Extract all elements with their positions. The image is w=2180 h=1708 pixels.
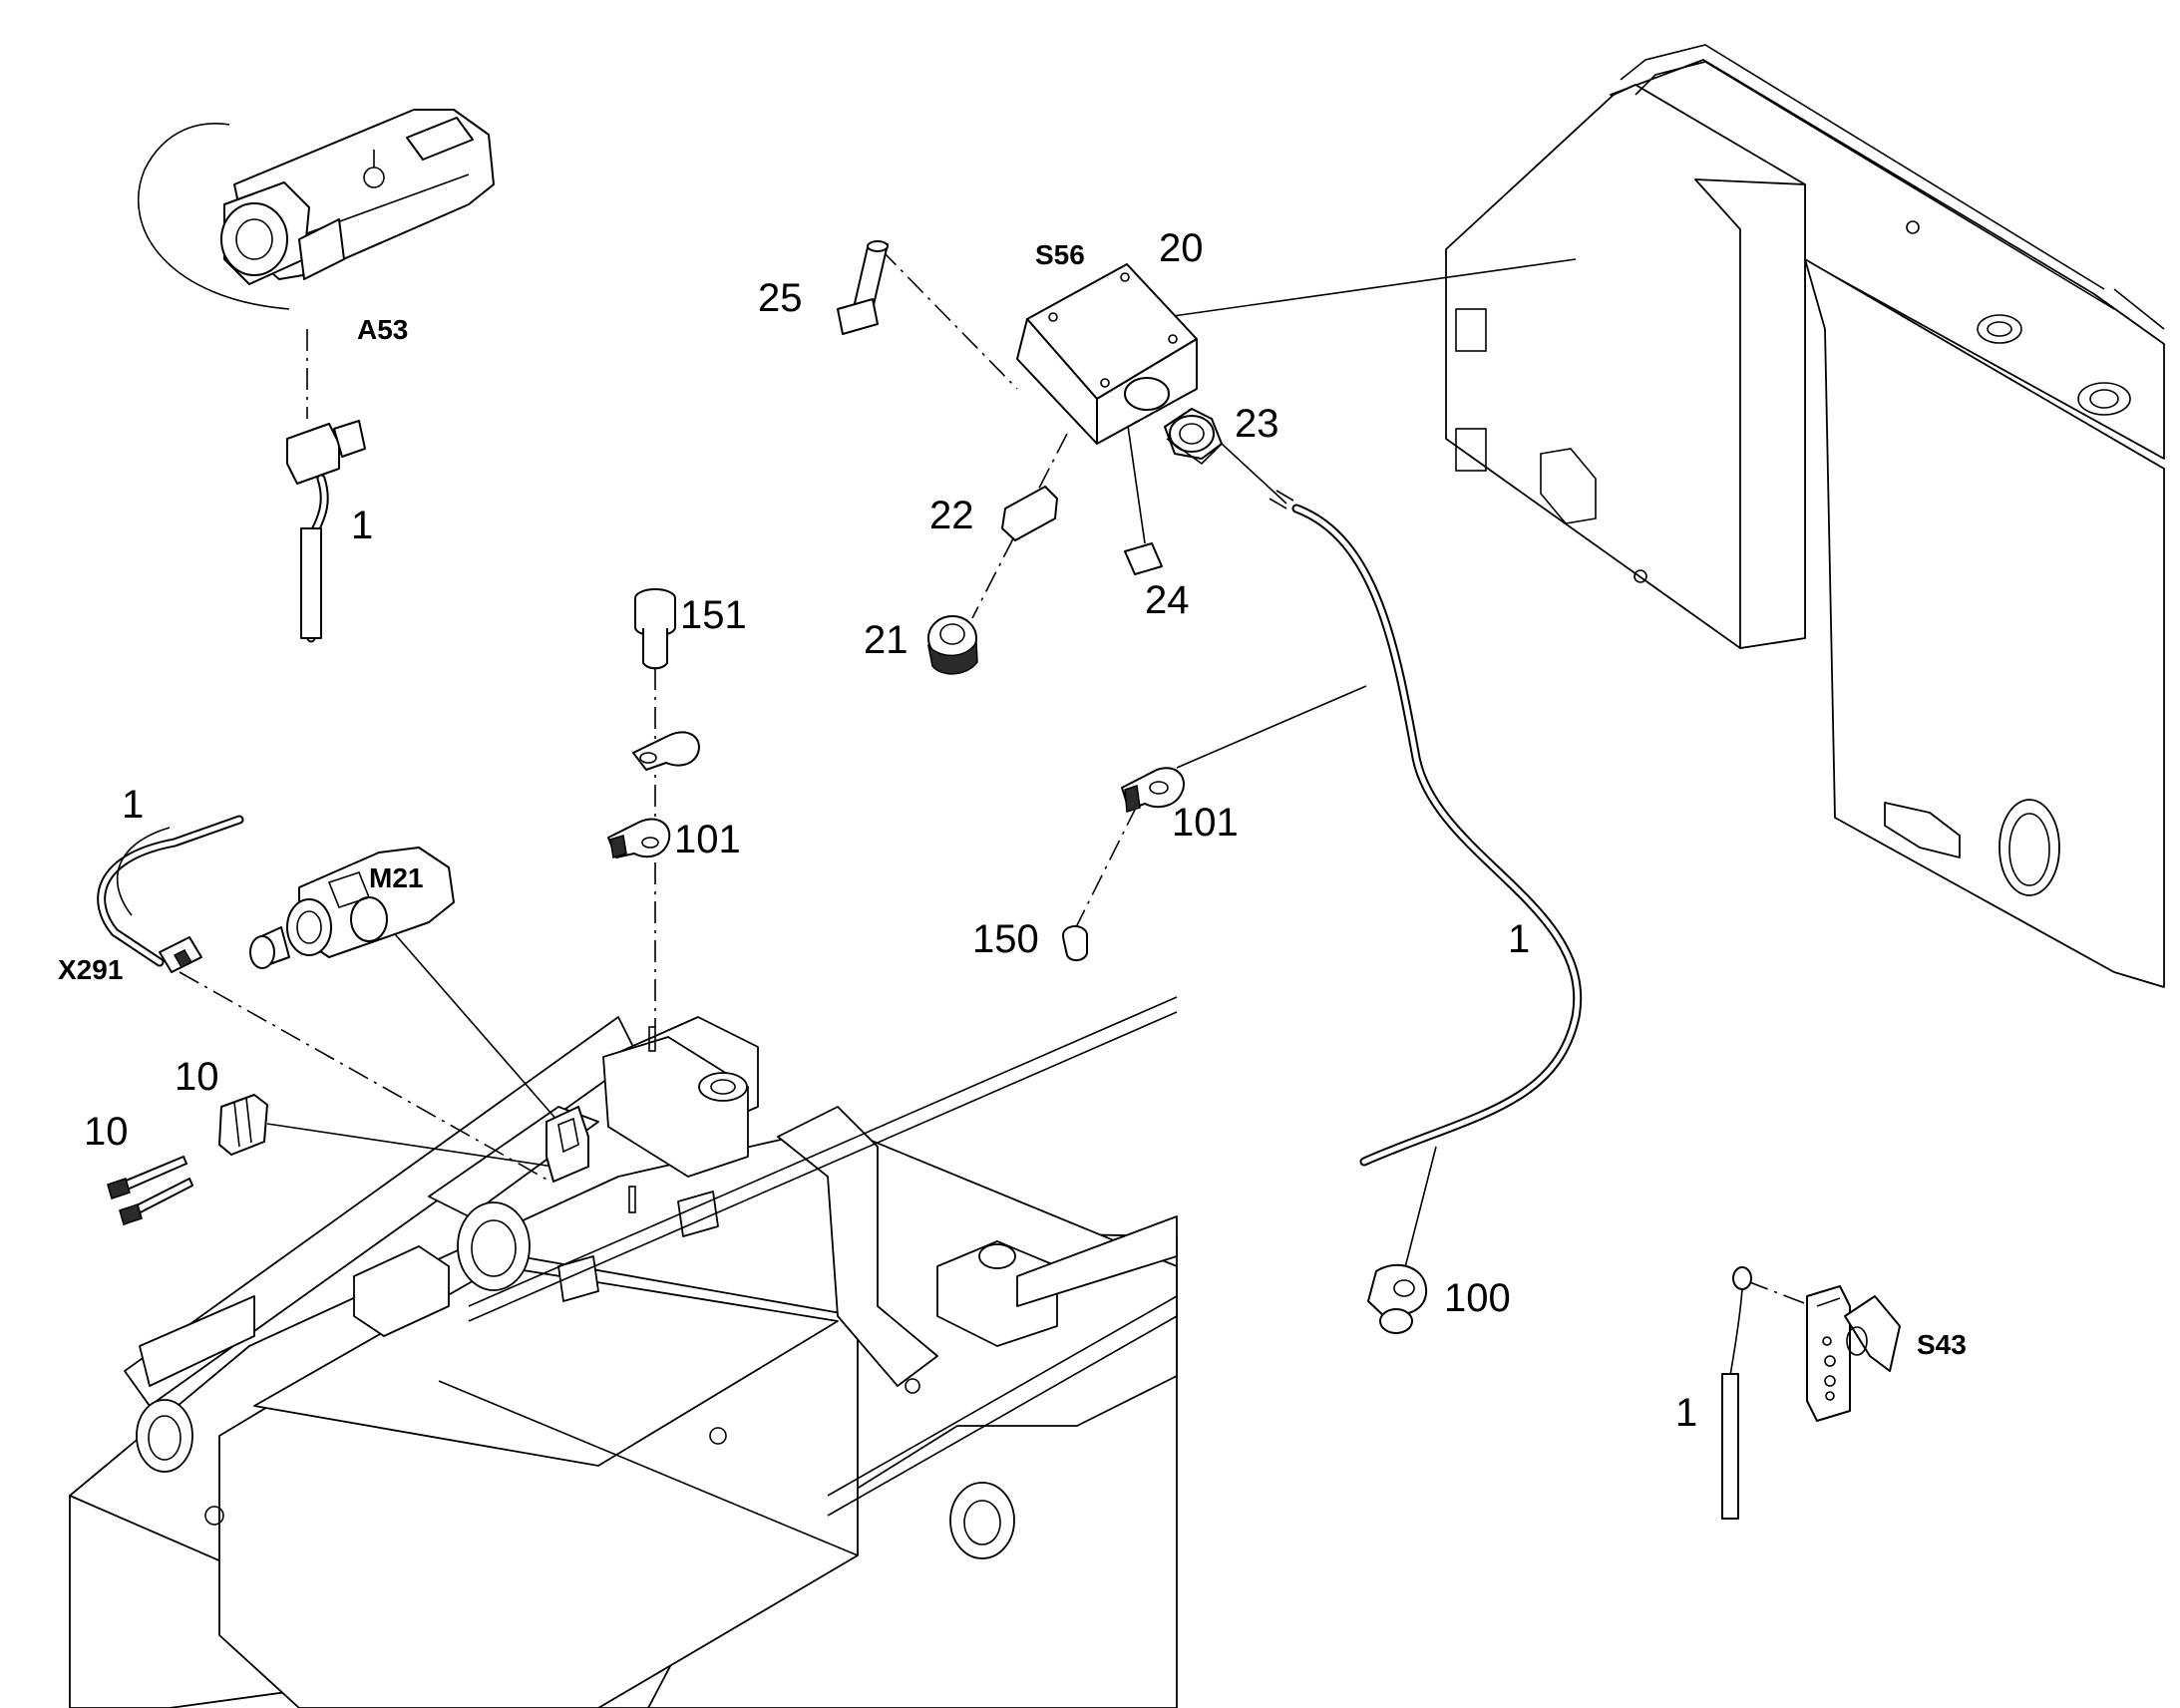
cab-housing [1445, 44, 2165, 988]
main-cable [1221, 443, 1583, 1167]
label-1-a53: 1 [351, 504, 373, 547]
assembly-lines [179, 248, 1808, 1305]
machine-frame [69, 996, 1178, 1708]
s43-switch [1806, 1285, 1901, 1422]
label-151: 151 [680, 593, 747, 637]
clamp-upper [632, 731, 700, 771]
part-151-bolt [634, 588, 676, 670]
label-20: 20 [1159, 226, 1204, 270]
part-24-label [1124, 542, 1163, 575]
label-x291: X291 [58, 954, 123, 985]
label-10-top: 10 [175, 1055, 219, 1099]
part-100-clamp [1367, 1263, 1428, 1334]
part-101-clamp-left [607, 818, 671, 858]
s56-switch-box [1016, 263, 1198, 445]
a53-harness [286, 420, 366, 643]
a53-heater [137, 109, 495, 310]
label-101-left: 101 [674, 818, 741, 861]
part-10-connector [218, 1094, 268, 1156]
label-1-cable: 1 [1508, 917, 1530, 961]
x291-lead [97, 815, 244, 973]
leader-lines [266, 258, 1577, 1272]
label-s43: S43 [1917, 1329, 1967, 1360]
s43-lead [1721, 1266, 1752, 1520]
label-s56: S56 [1035, 239, 1085, 270]
label-25: 25 [758, 276, 803, 320]
part-23-gland [1164, 408, 1223, 466]
m21-motor [249, 847, 455, 969]
label-150: 150 [972, 917, 1039, 961]
label-21: 21 [864, 618, 908, 662]
label-101-right: 101 [1172, 801, 1239, 845]
label-100: 100 [1444, 1276, 1511, 1320]
relay-block [545, 1106, 589, 1183]
part-22 [1001, 486, 1058, 541]
label-24: 24 [1145, 578, 1190, 622]
part-21-cap [926, 615, 978, 675]
part-150-screw [1062, 925, 1088, 961]
label-22: 22 [929, 494, 974, 537]
part-labels: A53 1 S56 20 25 23 22 24 21 151 101 101 … [58, 226, 1967, 1435]
label-23: 23 [1235, 402, 1279, 446]
label-1-x291: 1 [122, 783, 144, 827]
part-25-screw [837, 240, 889, 335]
part-101-clamp-right [1121, 767, 1185, 813]
label-m21: M21 [369, 862, 423, 893]
part-10-pins [107, 1156, 193, 1225]
label-1-s43: 1 [1675, 1391, 1697, 1435]
label-10-left: 10 [84, 1110, 129, 1154]
label-a53: A53 [357, 314, 408, 345]
